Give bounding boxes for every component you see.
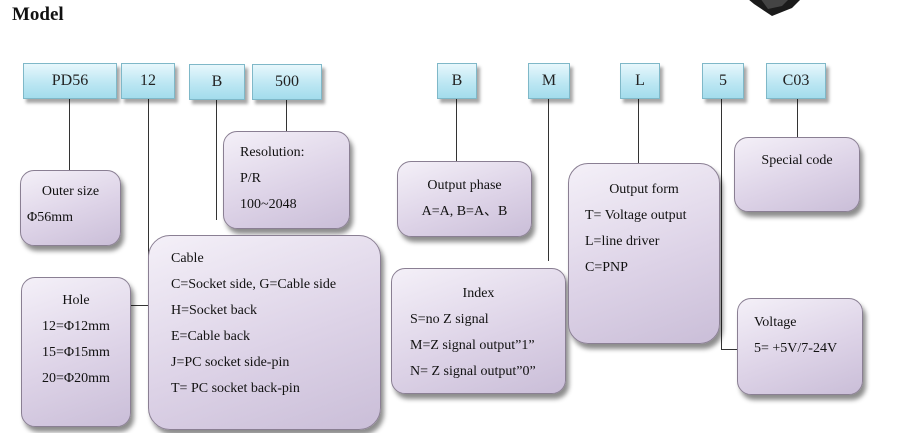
- code-box-output-form: L: [620, 63, 660, 99]
- output-form-option: L=line driver: [585, 234, 660, 249]
- output-form-box: Output form T= Voltage output L=line dri…: [568, 163, 720, 344]
- index-option: S=no Z signal: [410, 312, 489, 327]
- special-code-title: Special code: [761, 153, 833, 168]
- index-option: N= Z signal output”0”: [410, 364, 536, 379]
- output-phase-title: Output phase: [427, 178, 502, 193]
- output-form-title: Output form: [609, 182, 679, 197]
- output-form-option: C=PNP: [585, 260, 628, 275]
- cable-box: Cable C=Socket side, G=Cable side H=Sock…: [148, 235, 381, 430]
- code-box-hole: 12: [121, 63, 175, 99]
- index-option: M=Z signal output”1”: [410, 338, 535, 353]
- resolution-range: 100~2048: [240, 197, 297, 212]
- resolution-title: Resolution:: [240, 145, 305, 160]
- hole-option: 12=Φ12mm: [42, 319, 110, 334]
- output-phase-value: A=A, B=A、B: [421, 204, 508, 219]
- connector-line: [131, 305, 149, 306]
- page-title: Model: [12, 4, 64, 25]
- cable-option: T= PC socket back-pin: [171, 381, 300, 396]
- connector-line: [638, 99, 639, 163]
- voltage-value: 5= +5V/7-24V: [754, 341, 838, 356]
- connector-line: [286, 100, 287, 131]
- connector-line: [69, 99, 70, 171]
- connector-line: [216, 100, 217, 220]
- connector-line: [797, 99, 798, 137]
- outer-size-title: Outer size: [41, 184, 100, 199]
- hole-box: Hole 12=Φ12mm 15=Φ15mm 20=Φ20mm: [21, 277, 131, 427]
- code-box-voltage: 5: [702, 63, 744, 99]
- product-image-fragment: [749, 0, 800, 16]
- resolution-unit: P/R: [240, 171, 262, 186]
- connector-line: [148, 99, 149, 305]
- outer-size-value: Φ56mm: [27, 210, 74, 225]
- cable-option: J=PC socket side-pin: [171, 355, 290, 370]
- cable-option: C=Socket side, G=Cable side: [171, 277, 337, 292]
- voltage-box: Voltage 5= +5V/7-24V: [737, 298, 863, 395]
- hole-option: 20=Φ20mm: [42, 371, 110, 386]
- code-box-phase: B: [437, 63, 477, 99]
- special-code-box: Special code: [734, 137, 860, 212]
- voltage-title: Voltage: [754, 315, 797, 330]
- output-form-option: T= Voltage output: [585, 208, 687, 223]
- cable-option: E=Cable back: [171, 329, 251, 344]
- code-box-special: C03: [766, 63, 826, 99]
- connector-line: [548, 99, 549, 261]
- hole-option: 15=Φ15mm: [42, 345, 110, 360]
- connector-line: [721, 99, 722, 349]
- code-box-pd56: PD56: [23, 63, 117, 99]
- code-box-resolution: 500: [252, 64, 322, 100]
- index-box: Index S=no Z signal M=Z signal output”1”…: [391, 268, 566, 394]
- connector-line: [721, 349, 738, 350]
- code-box-cable: B: [189, 64, 245, 100]
- output-phase-box: Output phase A=A, B=A、B: [397, 161, 532, 237]
- resolution-box: Resolution: P/R 100~2048: [223, 131, 350, 229]
- cable-option: H=Socket back: [171, 303, 258, 318]
- connector-line: [456, 99, 457, 161]
- hole-title: Hole: [62, 293, 90, 308]
- outer-size-box: Outer size Φ56mm: [20, 170, 121, 246]
- code-box-index: M: [528, 63, 570, 99]
- cable-title: Cable: [171, 251, 204, 266]
- index-title: Index: [462, 286, 495, 301]
